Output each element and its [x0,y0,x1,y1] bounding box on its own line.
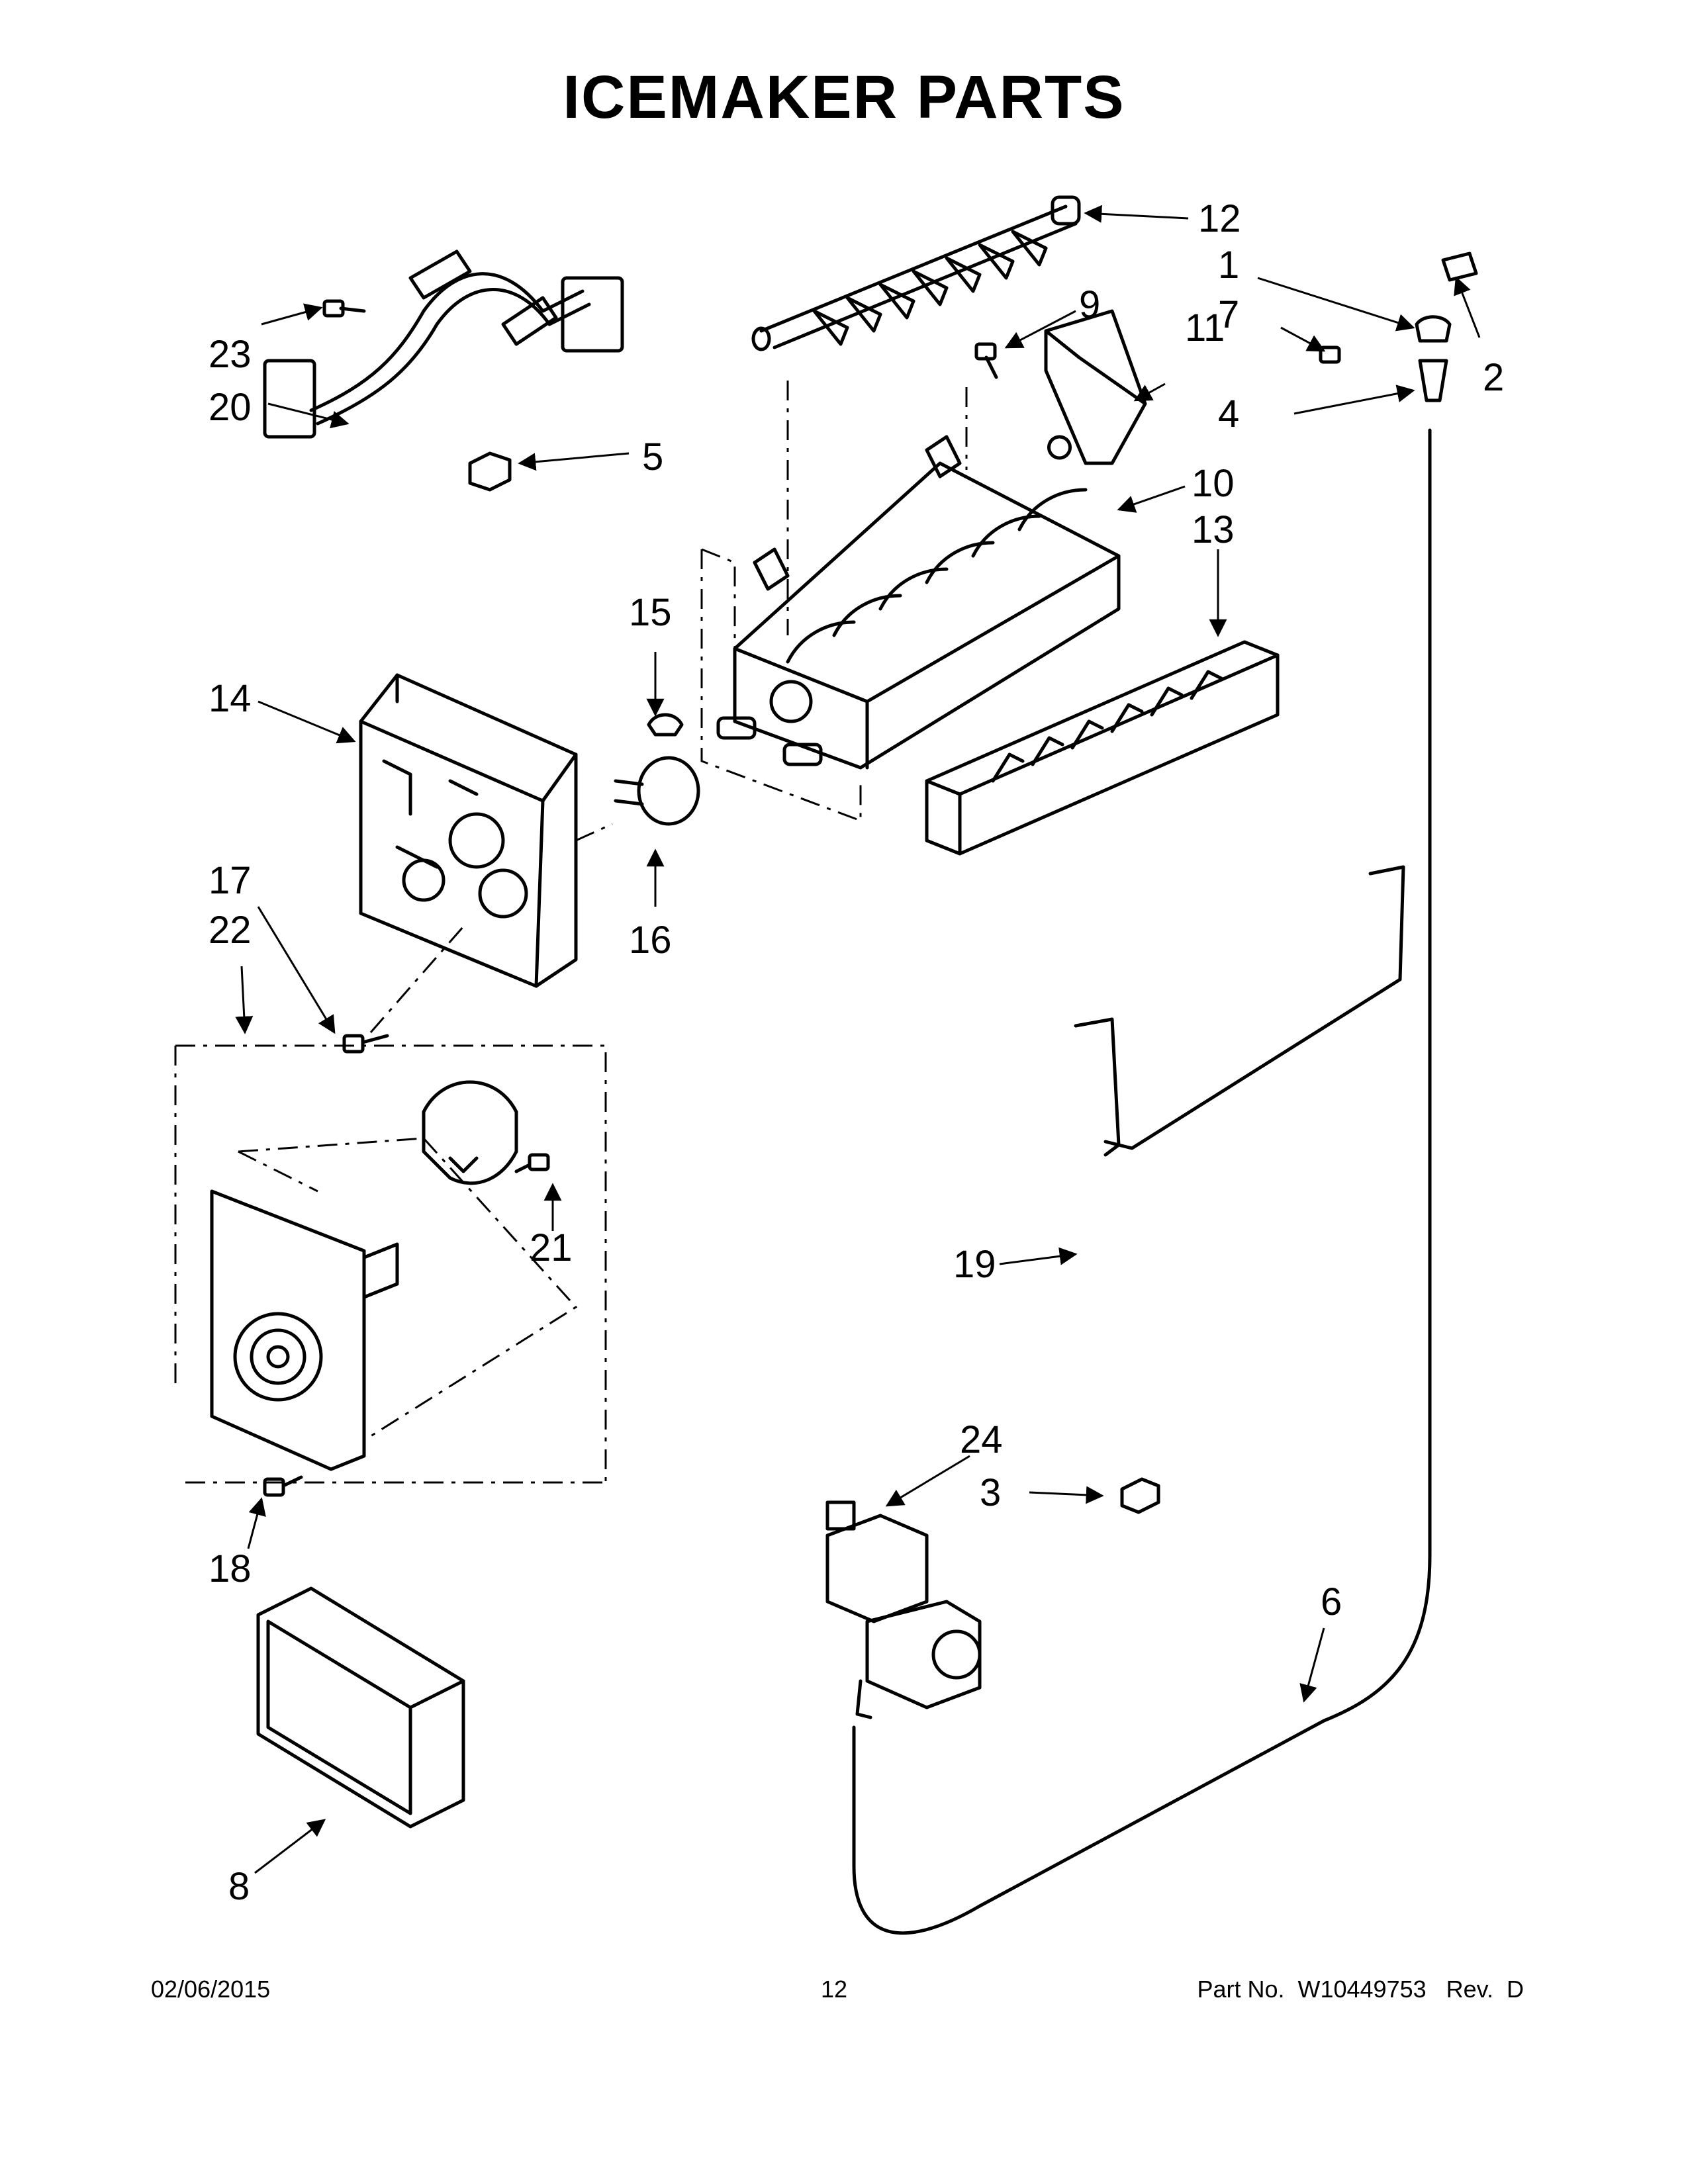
callout-17: 17 [209,859,252,902]
part-11-fill-cup [1044,309,1147,465]
callout-2: 2 [1483,356,1504,399]
callout-4: 4 [1218,392,1239,435]
part-20-harness [263,250,624,439]
part-3-clip [1120,1477,1160,1514]
part-9-screw [974,342,998,379]
callout-7: 7 [1218,293,1239,336]
callout-22: 22 [209,909,252,952]
callout-20: 20 [209,386,252,429]
part-19-fill-tube [1074,865,1405,1157]
callout-16: 16 [629,919,672,962]
leader-lines [235,205,1481,1874]
part-10-mold [716,435,1121,770]
callout-14: 14 [209,677,252,720]
callout-9: 9 [1079,283,1100,326]
part-6-water-line [852,428,1432,1935]
callout-18: 18 [209,1547,252,1590]
callout-21: 21 [530,1226,573,1269]
part-14-housing [359,673,578,988]
callout-8: 8 [228,1865,250,1908]
callout-3: 3 [980,1471,1001,1514]
parts-1-2-4-7 [1319,251,1478,402]
page-title: ICEMAKER PARTS [563,64,1125,131]
callout-5: 5 [642,435,663,478]
assembly-guides [174,381,968,1484]
footer-part-number: Part No. W10449753 Rev. D [1197,1976,1524,2003]
callout-6: 6 [1321,1580,1342,1623]
part-23-screw [322,299,366,318]
callout-24: 24 [960,1418,1003,1461]
part-5-clip [468,451,512,492]
part-16-thermostat [614,756,700,826]
callout-labels: 12 1 7 4 2 9 11 10 13 23 20 5 14 15 16 1… [209,197,1504,1908]
part-12-ejector [751,195,1081,351]
part-18-screw [263,1475,303,1497]
part-13-stripper [925,640,1280,856]
callout-1: 1 [1218,244,1239,287]
part-15-clip [647,713,684,737]
callout-13: 13 [1192,508,1235,551]
footer-date: 02/06/2015 [151,1976,271,2003]
callout-11: 11 [1185,306,1225,349]
callout-23: 23 [209,333,252,376]
callout-10: 10 [1192,462,1235,505]
part-22-module [210,1080,550,1471]
part-8-cover [256,1586,465,1829]
part-24-valve [825,1500,982,1719]
callout-15: 15 [629,591,672,634]
footer-page-number: 12 [821,1976,848,2003]
part-17-screw [342,1034,389,1054]
callout-19: 19 [953,1243,996,1286]
callout-12: 12 [1198,197,1241,240]
